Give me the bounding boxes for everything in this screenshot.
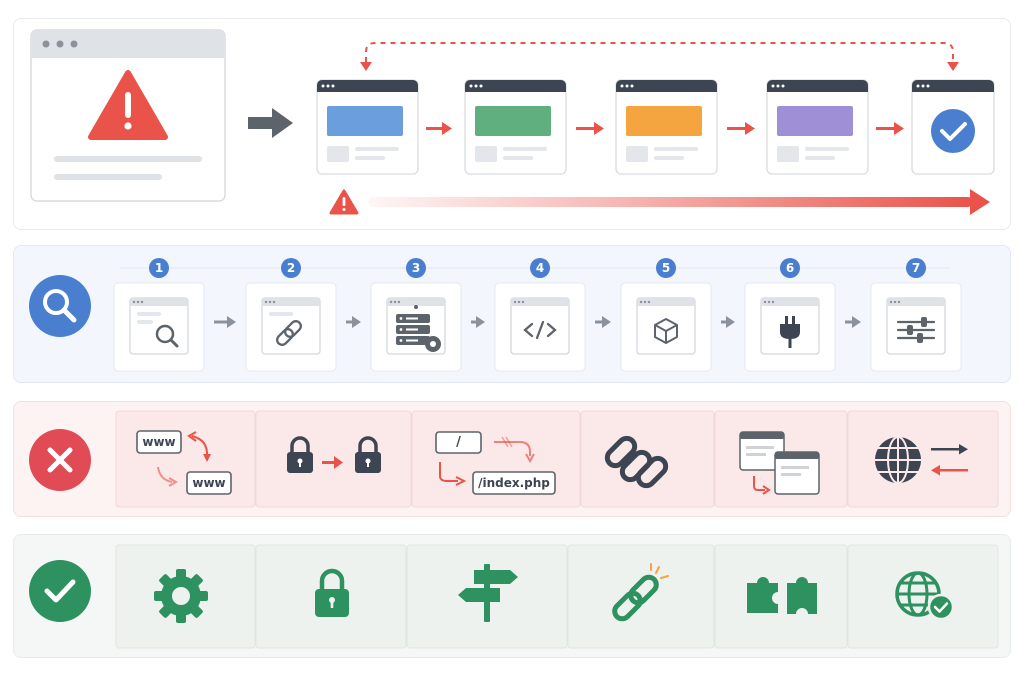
globe-redirect-icon	[875, 436, 968, 484]
gear-icon	[154, 569, 208, 623]
diagnosis-step-card	[245, 282, 337, 372]
code-icon	[523, 320, 557, 340]
root-path-label: /	[456, 435, 461, 450]
link-icon	[269, 312, 302, 346]
loop-warning-icon	[329, 189, 359, 215]
redirect-page-orange	[615, 79, 718, 175]
puzzle-icon	[747, 577, 817, 614]
diagnosis-graphic	[29, 267, 962, 372]
causes-graphic	[29, 410, 999, 508]
redirect-page-green	[464, 79, 567, 175]
index-redirect-icon	[435, 431, 556, 495]
check-circle-icon	[931, 109, 975, 153]
step-number-badge: 5	[656, 258, 676, 278]
red-arrow-icon	[576, 122, 604, 135]
redirect-page-blue	[316, 79, 419, 175]
repair-link-icon	[612, 563, 669, 622]
diagnosis-step-card	[113, 282, 205, 372]
server-settings-icon	[396, 305, 441, 352]
magnifier-circle-icon	[29, 275, 91, 337]
redirect-loop-graphic	[30, 29, 995, 215]
step-arrow-icon	[214, 316, 236, 328]
step-number-badge: 3	[406, 258, 426, 278]
diagnosis-step-card	[744, 282, 836, 372]
diagnosis-step-card	[494, 282, 586, 372]
step-number-badge: 6	[780, 258, 800, 278]
www-redirect-icon	[136, 430, 232, 495]
duplicate-windows-icon	[739, 431, 820, 495]
red-arrow-icon	[876, 122, 904, 135]
success-check-circle-icon	[29, 560, 91, 622]
step-number-badge: 7	[906, 258, 926, 278]
warning-icon	[88, 70, 168, 140]
red-arrow-icon	[727, 122, 755, 135]
red-arrow-icon	[426, 122, 452, 135]
error-x-circle-icon	[29, 429, 91, 491]
error-browser-window	[30, 29, 226, 202]
redirect-page-purple	[766, 79, 869, 175]
cube-icon	[654, 318, 678, 344]
step-arrow-icon	[845, 316, 861, 328]
signpost-icon	[458, 564, 518, 622]
globe-check-icon	[895, 571, 955, 621]
step-arrow-icon	[721, 316, 735, 328]
step-number-badge: 2	[281, 258, 301, 278]
diagnosis-step-card	[370, 282, 462, 372]
step-number-badge: 1	[149, 258, 169, 278]
step-arrow-icon	[595, 316, 611, 328]
loop-back-arrow	[360, 42, 959, 71]
www-label-bottom: www	[192, 476, 226, 490]
step-arrow-icon	[346, 316, 361, 328]
step-number-badge: 4	[530, 258, 550, 278]
index-path-label: /index.php	[478, 476, 550, 490]
search-icon	[137, 312, 179, 348]
https-redirect-icon	[287, 436, 381, 473]
redirect-page-success	[911, 79, 995, 175]
diagnosis-step-card	[620, 282, 712, 372]
fixes-graphic	[29, 544, 999, 649]
infinite-redirect-arrow	[368, 189, 990, 215]
sliders-icon	[896, 317, 936, 343]
lock-icon	[315, 568, 349, 617]
diagnosis-step-card	[870, 282, 962, 372]
plug-icon	[780, 316, 800, 348]
flow-arrow-icon	[248, 108, 293, 138]
broken-chain-icon	[604, 435, 669, 489]
step-arrow-icon	[471, 316, 485, 328]
www-label-top: www	[142, 435, 176, 449]
